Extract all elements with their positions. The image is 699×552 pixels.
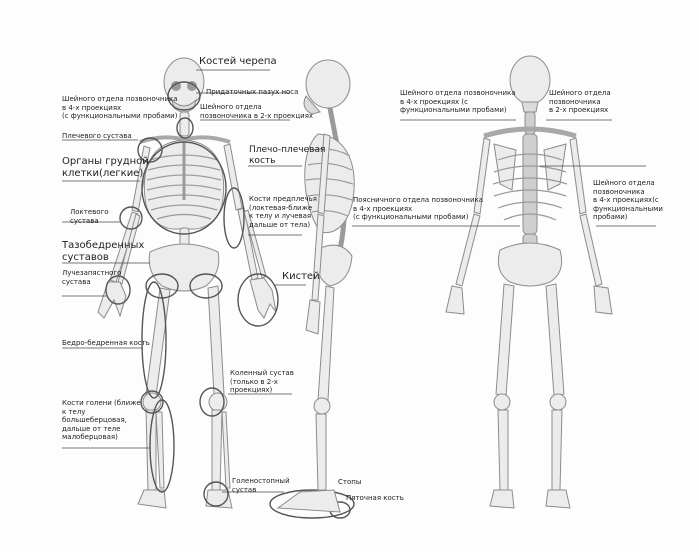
label-elbow: Локтевого сустава	[70, 208, 109, 225]
label-back-thoracic: Шейного отдела позвоночника в 4-х проекц…	[593, 179, 663, 221]
label-heel: Пяточная кость	[346, 494, 404, 502]
leader-lines	[62, 69, 656, 493]
label-shin: Кости голени (ближе к телу большеберцова…	[62, 399, 141, 441]
label-back-cervical-2: Шейного отдела позвоночника в 2-х проекц…	[549, 89, 611, 114]
label-shoulder-joint: Плечевого сустава	[62, 132, 132, 140]
front-right-femur	[207, 285, 225, 395]
front-highlights	[105, 81, 355, 519]
label-chest: Органы грудной клетки(легкие)	[62, 156, 149, 179]
back-skeleton	[445, 55, 613, 509]
front-pelvis	[148, 243, 220, 292]
front-cervical-spine	[179, 111, 190, 137]
label-sinuses: Придаточных пазух носа	[206, 88, 299, 96]
label-hip: Тазобедренных суставов	[62, 240, 145, 263]
back-spine	[522, 111, 538, 265]
label-cervical-2proj: Шейного отдела позвоночника в 2-х проекц…	[200, 103, 314, 120]
label-forearm: Кости предплечья (локтевая-ближе к телу …	[249, 195, 317, 229]
label-hands: Кистей	[282, 271, 320, 282]
side-skeleton	[276, 59, 355, 513]
label-femur: Бедро-бедренная кость	[62, 339, 150, 347]
label-cervical-front: Шейного отдела позвоночника в 4-х проекц…	[62, 95, 178, 120]
front-skeleton	[97, 57, 277, 509]
label-humerus: Плечо-плечевая кость	[249, 145, 326, 166]
label-knee: Коленный сустав (только в 2-х проекциях)	[230, 369, 294, 394]
label-back-lumbar: Поясничного отдела позвоночника в 4-х пр…	[353, 196, 484, 221]
label-back-cervical-4: Шейного отдела позвоночника в 4-х проекц…	[400, 89, 516, 114]
label-skull: Костей черепа	[199, 56, 277, 67]
label-ankle: Голеностопный сустав	[232, 477, 290, 494]
label-wrist: Лучезапястного сустава	[62, 269, 122, 286]
label-feet: Стопы	[338, 478, 362, 486]
